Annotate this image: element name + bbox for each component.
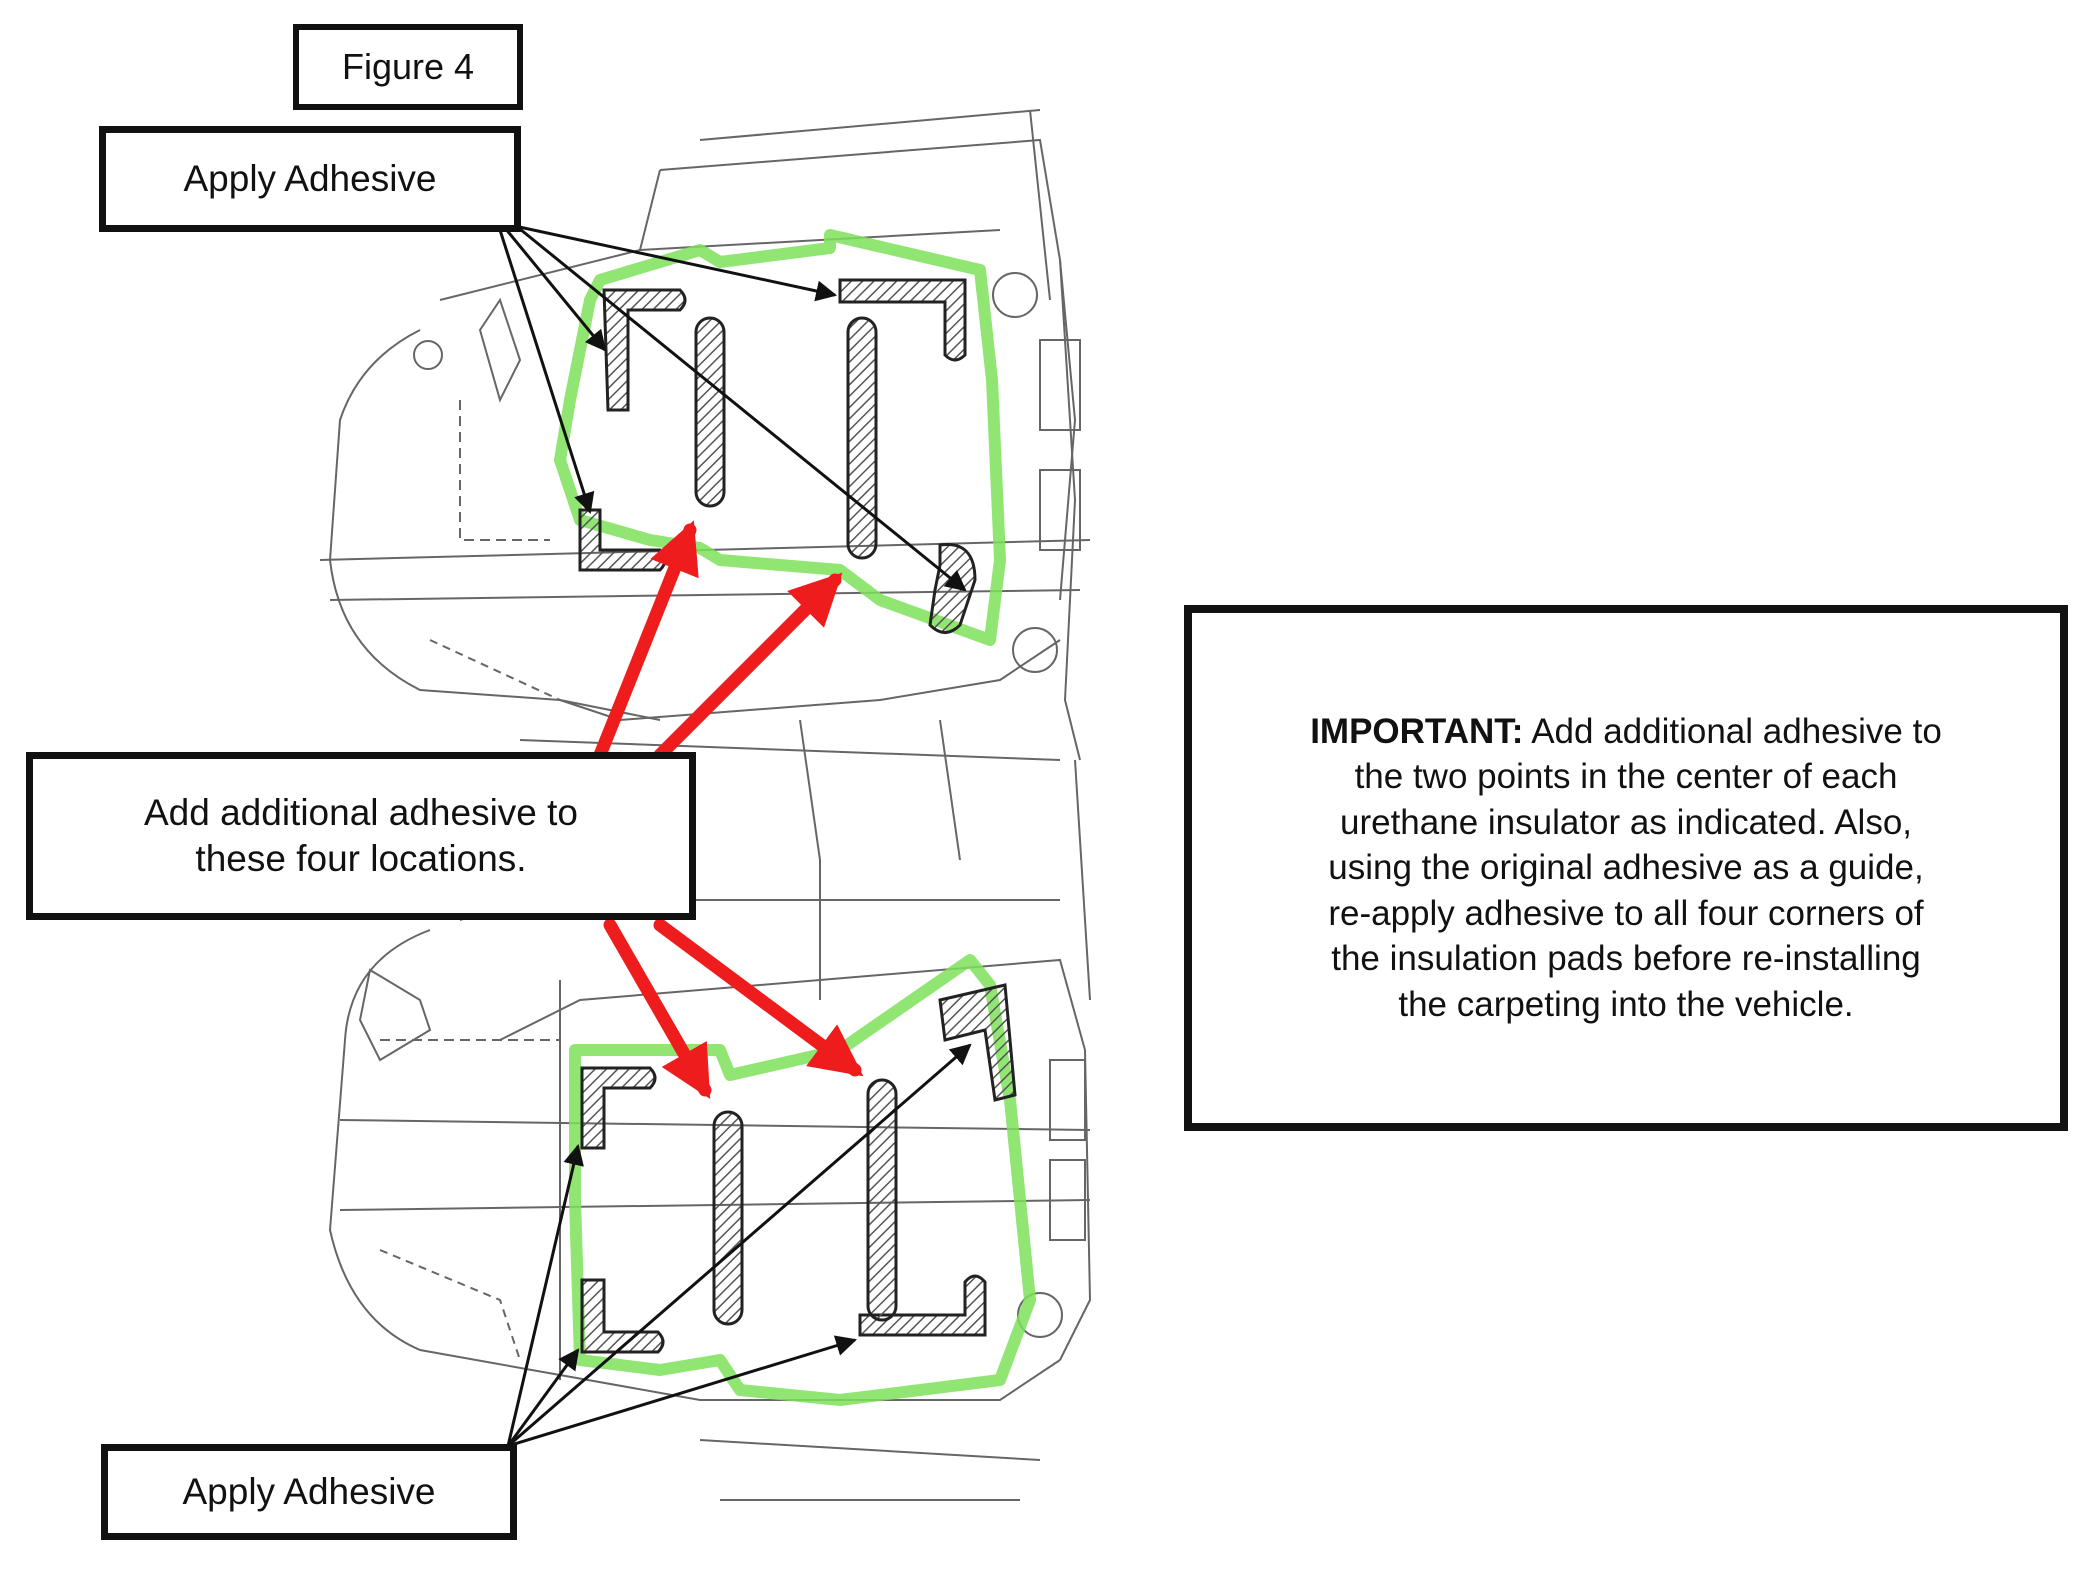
important-line-4: using the original adhesive as a guide, [1328, 848, 1924, 888]
center-strip-bot-1 [712, 1110, 744, 1326]
top-left-corner-strip [602, 288, 687, 412]
bot-top-right-corner-strip [938, 983, 1017, 1102]
add-four-locations-callout: Add additional adhesive to these four lo… [26, 752, 696, 920]
apply-bottom-leader-arrows [506, 1043, 972, 1448]
add-four-line-1: Add additional adhesive to [143, 791, 579, 833]
add-four-line-2: these four locations. [195, 838, 527, 879]
top-adhesive-strips [578, 278, 977, 634]
important-line-1-rest: Add additional adhesive to [1523, 711, 1942, 751]
apply-adhesive-callout-top: Apply Adhesive [99, 126, 521, 232]
center-strip-top-2 [846, 316, 878, 560]
important-line-1: IMPORTANT: Add additional adhesive to [1310, 709, 1942, 755]
red-arrow-top-2 [653, 572, 843, 762]
red-arrow-top-1 [593, 520, 699, 762]
apply-bottom-text: Apply Adhesive [182, 1471, 436, 1512]
red-arrow-bot-1 [603, 918, 712, 1100]
top-right-corner-strip [838, 278, 967, 362]
important-line-2: the two points in the center of each [1354, 757, 1898, 797]
center-strip-top-1 [694, 316, 726, 508]
bottom-adhesive-strips [580, 983, 1017, 1354]
center-strip-bot-2 [866, 1078, 898, 1322]
important-line-5: re-apply adhesive to all four corners of [1328, 893, 1924, 933]
apply-adhesive-callout-bottom: Apply Adhesive [101, 1444, 517, 1540]
important-lead: IMPORTANT: [1310, 711, 1524, 751]
adhesive-perimeter-highlight [554, 229, 1036, 1406]
red-arrow-bot-2 [653, 918, 864, 1077]
red-arrows [593, 520, 864, 1100]
important-line-7: the carpeting into the vehicle. [1398, 984, 1854, 1024]
bottom-right-corner-strip [928, 542, 977, 634]
bot-top-left-corner-strip [580, 1066, 657, 1150]
bot-bottom-left-corner-strip [580, 1278, 665, 1354]
important-line-6: the insulation pads before re-installing [1331, 939, 1921, 979]
bottom-pad-perimeter [569, 954, 1036, 1406]
figure-label: Figure 4 [293, 24, 523, 110]
figure-label-text: Figure 4 [341, 46, 475, 87]
top-pad-perimeter [554, 229, 1006, 646]
bot-bottom-right-corner-strip [858, 1274, 987, 1337]
important-note-box: IMPORTANT: Add additional adhesive to th… [1184, 605, 2068, 1131]
apply-top-leader-arrows [498, 223, 967, 592]
important-line-3: urethane insulator as indicated. Also, [1339, 802, 1913, 842]
apply-top-text: Apply Adhesive [183, 158, 437, 199]
